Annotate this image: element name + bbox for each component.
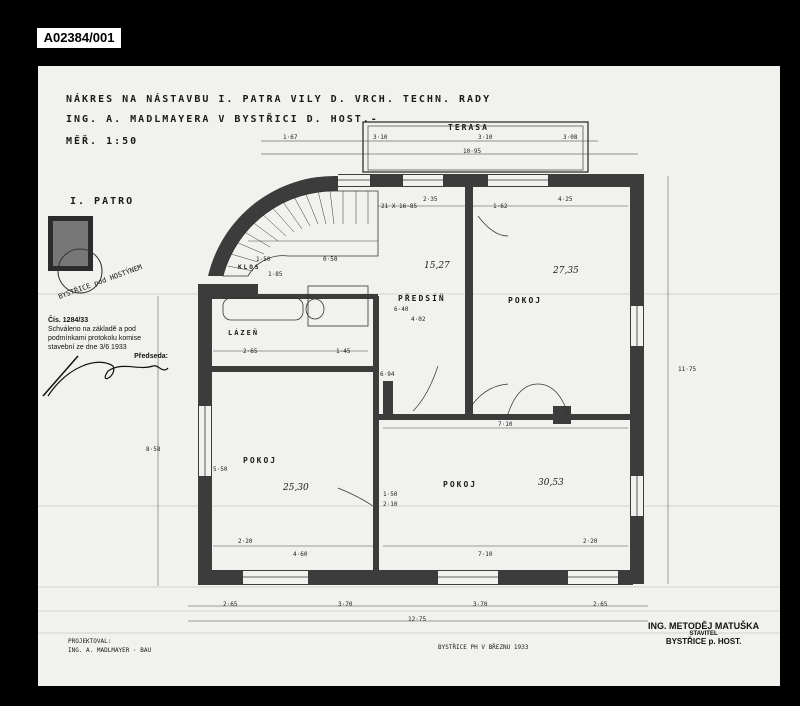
dim-bottom-4: 2·65	[593, 601, 608, 608]
area-room-sw: 25,30	[283, 483, 309, 493]
dim-050: 0·50	[323, 256, 338, 263]
approval-block: Čís. 1284/33 Schváleno na základě a pod …	[48, 316, 168, 361]
dim-bottom-2: 3·70	[338, 601, 353, 608]
approval-signature-label: Předseda:	[134, 353, 168, 360]
room-label-closet: KLOS	[238, 264, 261, 271]
dim-220-a: 2·20	[238, 538, 253, 545]
plan-title-line-2: ING. A. MADLMAYERA V BYSTŘICI D. HOST.-	[66, 114, 379, 125]
dim-210: 2·10	[383, 501, 398, 508]
engineer-role: STAVITEL	[689, 631, 718, 637]
room-label-bathroom: LÁZEŇ	[228, 329, 260, 337]
dim-bottom-3: 3·70	[473, 601, 488, 608]
designer-name: ING. A. MADLMAYER · BAU	[68, 647, 152, 654]
dim-235: 2·35	[423, 196, 438, 203]
room-label-terrace: TERASA	[448, 123, 489, 132]
dim-550: 5·50	[213, 466, 228, 473]
dim-710-b: 7·10	[478, 551, 493, 558]
dim-150-b: 1·50	[383, 491, 398, 498]
plan-title-line-1: NÁKRES NA NÁSTAVBU I. PATRA VILY D. VRCH…	[66, 94, 492, 105]
dim-265: 2·65	[243, 348, 258, 355]
engineer-place: BYSTŘICE p. HOST.	[665, 637, 742, 646]
dim-top-total: 10·95	[463, 148, 482, 155]
approval-text: Schváleno na základě a pod podmínkami pr…	[48, 326, 141, 351]
dim-150: 1·50	[256, 256, 271, 263]
approval-number: Čís. 1284/33	[48, 317, 89, 324]
area-room-ne: 27,35	[553, 266, 579, 276]
designer-label: PROJEKTOVAL:	[68, 638, 112, 645]
floor-plan-drawing	[38, 121, 780, 634]
place-date: BYSTŘICE PH V BŘEZNU 1933	[438, 644, 529, 651]
engineer-name: ING. METODĚJ MATUŠKA	[648, 621, 760, 631]
dim-710-a: 7·10	[498, 421, 513, 428]
dim-145: 1·45	[336, 348, 351, 355]
dim-185: 1·85	[268, 271, 283, 278]
dim-top-4: 3·08	[563, 134, 578, 141]
dim-402: 4·02	[411, 316, 426, 323]
floor-plan-sheet: NÁKRES NA NÁSTAVBU I. PATRA VILY D. VRCH…	[38, 66, 780, 686]
area-hall: 15,27	[424, 261, 450, 271]
dim-1175: 11·75	[678, 366, 697, 373]
dim-425: 4·25	[558, 196, 573, 203]
archive-id-label: A02384/001	[37, 28, 121, 48]
floor-label: I. PATRO	[70, 196, 135, 207]
dim-bottom-total: 12·75	[408, 616, 427, 623]
dim-460: 4·60	[293, 551, 308, 558]
dim-220-b: 2·20	[583, 538, 598, 545]
dim-bottom-1: 2·65	[223, 601, 238, 608]
plan-scale: MĚŘ. 1:50	[66, 136, 139, 147]
room-label-room-sw: POKOJ	[243, 456, 278, 465]
dim-stairs: 21 X 16·85	[381, 203, 418, 210]
dim-top-3: 3·10	[478, 134, 493, 141]
dim-top-2: 3·10	[373, 134, 388, 141]
dim-858: 8·58	[146, 446, 161, 453]
area-room-se: 30,53	[538, 478, 564, 488]
room-label-room-se: POKOJ	[443, 480, 478, 489]
dim-694: 6·94	[380, 371, 395, 378]
engineer-stamp: ING. METODĚJ MATUŠKA STAVITEL BYSTŘICE p…	[648, 621, 759, 646]
dim-640: 6·40	[394, 306, 409, 313]
room-label-room-ne: POKOJ	[508, 296, 543, 305]
dim-162: 1·62	[493, 203, 508, 210]
room-label-hall: PŘEDSÍŇ	[398, 294, 446, 303]
dim-top-1: 1·67	[283, 134, 298, 141]
